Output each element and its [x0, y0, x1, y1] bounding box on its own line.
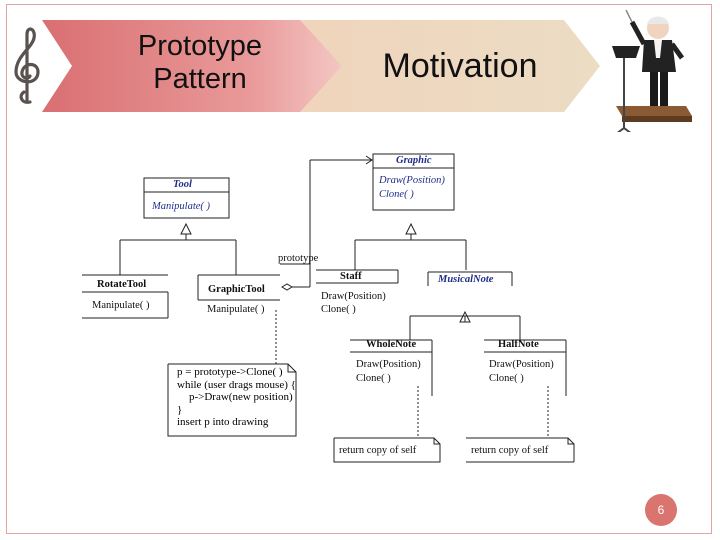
class-tool-name: Tool	[173, 179, 192, 190]
code-line: while (user drags mouse) {	[177, 378, 296, 391]
slide-title: Prototype Pattern	[137, 30, 263, 95]
conductor-clipart-icon	[612, 9, 692, 132]
code-line: p = prototype->Clone( )	[177, 366, 283, 378]
class-musicalnote-name: MusicalNote	[438, 274, 494, 285]
title-band	[42, 20, 342, 112]
class-rotatetool-op-manipulate: Manipulate( )	[92, 300, 150, 311]
association-label: prototype	[278, 253, 319, 264]
page-number-badge: 6	[645, 494, 677, 526]
note-halfnote-return: return copy of self	[471, 445, 549, 456]
class-staff-op-draw: Draw(Position)	[321, 291, 386, 302]
code-line: p->Draw(new position)	[189, 391, 293, 403]
class-graphictool-op-manipulate: Manipulate( )	[207, 304, 265, 315]
treble-clef-icon	[14, 27, 40, 104]
class-tool-op-manipulate: Manipulate( )	[152, 201, 211, 212]
class-wholenote-name: WholeNote	[366, 339, 417, 350]
code-line: }	[177, 403, 183, 416]
subtitle-band	[300, 20, 600, 112]
class-staff-name: Staff	[340, 271, 362, 282]
class-graphic-op-draw: Draw(Position)	[379, 175, 445, 186]
class-halfnote-op-clone: Clone( )	[489, 373, 524, 384]
class-graphic-name: Graphic	[396, 155, 432, 166]
class-wholenote-op-clone: Clone( )	[356, 373, 391, 384]
class-halfnote-name: HalfNote	[498, 339, 539, 350]
slide-frame	[6, 4, 712, 534]
class-rotatetool-name: RotateTool	[97, 279, 147, 290]
slide-subtitle: Motivation	[382, 47, 538, 85]
class-graphic-op-clone: Clone( )	[379, 189, 414, 200]
class-staff-op-clone: Clone( )	[321, 304, 356, 315]
note-wholenote-return: return copy of self	[339, 445, 417, 456]
class-graphictool-name: GraphicTool	[208, 284, 265, 295]
class-halfnote-op-draw: Draw(Position)	[489, 359, 554, 370]
code-note: p = prototype->Clone( ) while (user drag…	[177, 366, 296, 429]
code-line: insert p into drawing	[177, 416, 269, 428]
class-wholenote-op-draw: Draw(Position)	[356, 359, 421, 370]
